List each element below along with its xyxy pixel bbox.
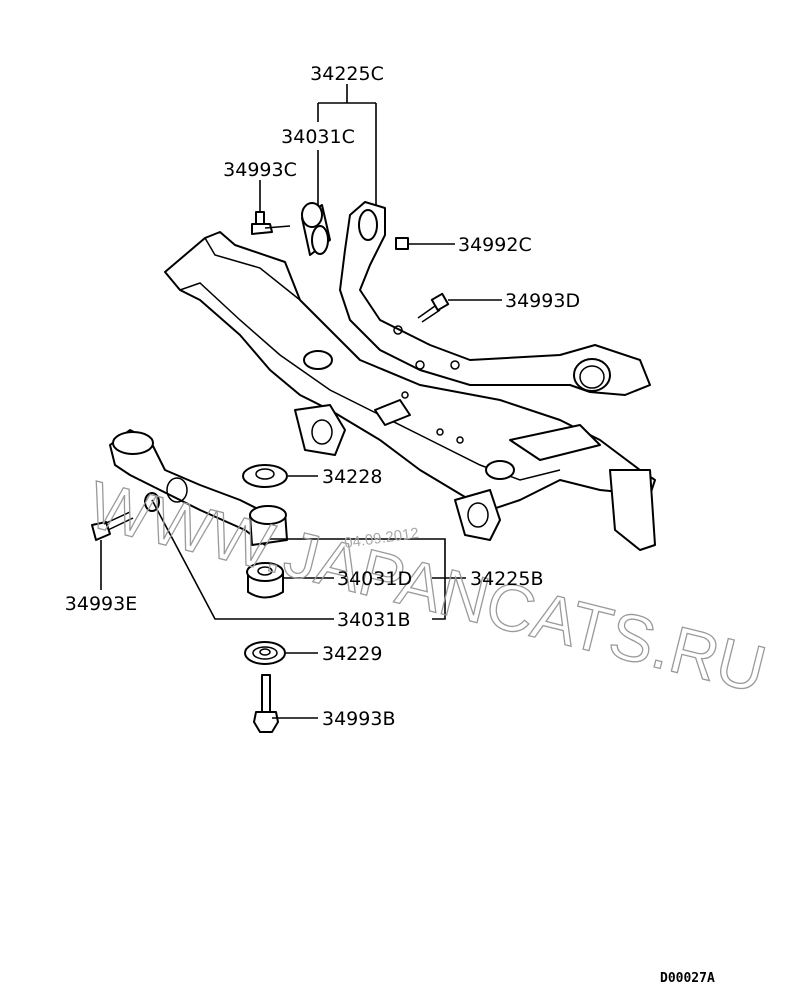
nut-34992C — [395, 237, 409, 250]
washer-34229 — [244, 641, 286, 665]
callout-34225C[interactable]: 34225C — [310, 63, 384, 85]
callout-34031D[interactable]: 34031D — [337, 568, 412, 590]
bushing-34031C — [301, 202, 331, 256]
bolt-34993B — [253, 674, 279, 733]
bolt-34993C — [251, 211, 291, 235]
callout-34993B[interactable]: 34993B — [322, 708, 395, 730]
washer-34228 — [242, 464, 288, 488]
callout-34225B[interactable]: 34225B — [470, 568, 543, 590]
callout-34228[interactable]: 34228 — [322, 466, 382, 488]
callout-34993E[interactable]: 34993E — [65, 593, 137, 615]
callout-34992C[interactable]: 34992C — [458, 234, 532, 256]
rear-crossmember — [164, 231, 656, 551]
leader-lines — [100, 84, 502, 719]
upper-arm-34225C — [339, 201, 651, 396]
callout-34229[interactable]: 34229 — [322, 643, 382, 665]
callout-34031B[interactable]: 34031B — [337, 609, 410, 631]
callout-34993C[interactable]: 34993C — [223, 159, 297, 181]
lower-arm-34225B — [109, 429, 288, 546]
callout-34993D[interactable]: 34993D — [505, 290, 580, 312]
bushing-34031D — [246, 562, 284, 599]
diagram-code: D00027A — [660, 971, 715, 986]
bolt-34993D — [417, 292, 450, 323]
callout-34031C[interactable]: 34031C — [281, 126, 355, 148]
watermark: WWW.JAPANCATS.RU — [82, 467, 773, 707]
bolt-34993E — [91, 511, 134, 541]
